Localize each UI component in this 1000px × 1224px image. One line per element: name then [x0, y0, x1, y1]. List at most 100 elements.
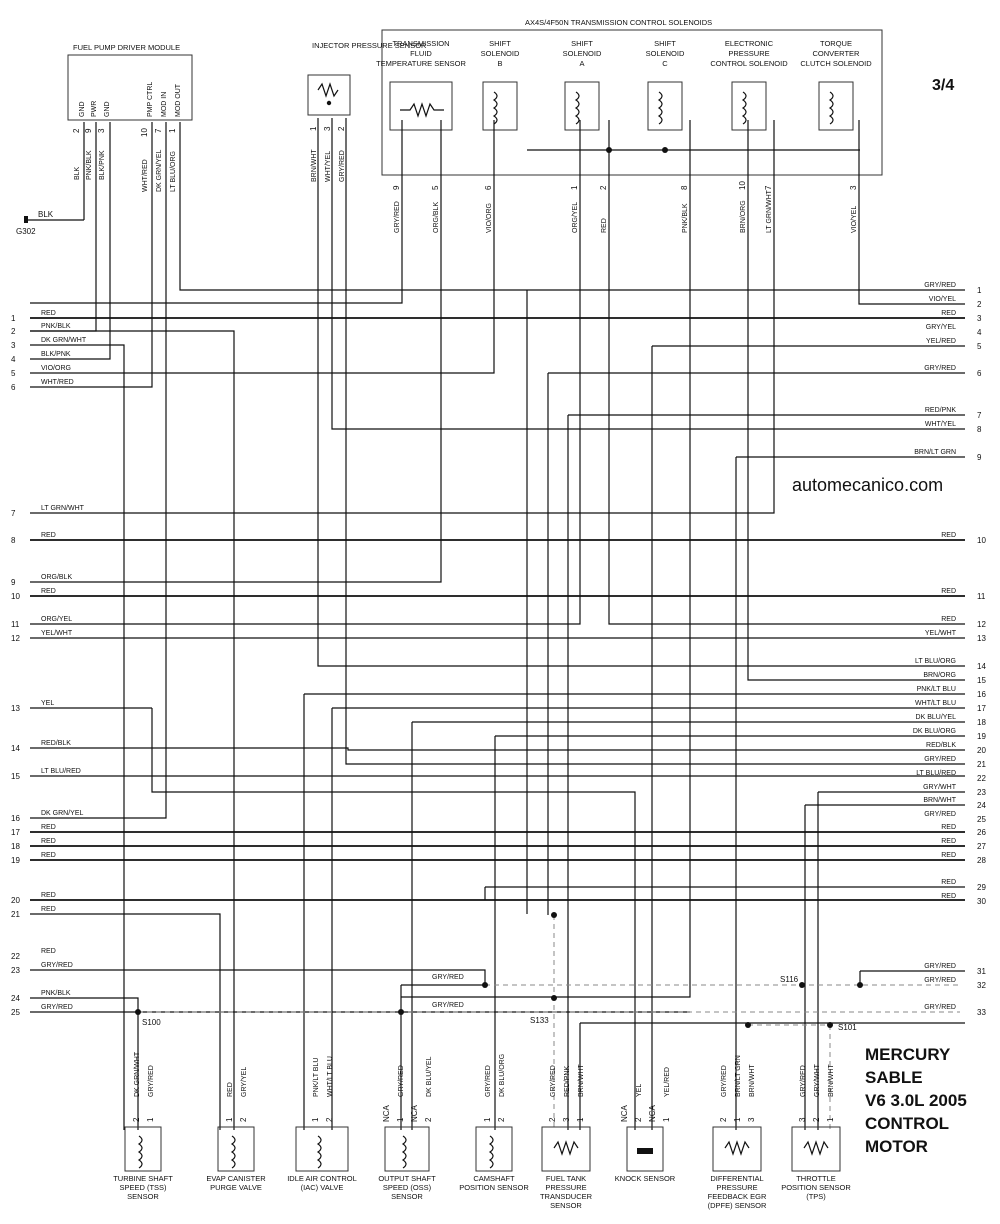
injector-sensor-title: INJECTOR PRESSURE SENSOR [312, 41, 427, 50]
vehicle-engine: V6 3.0L 2005 [865, 1091, 967, 1110]
wire-segment [30, 175, 581, 625]
sensor-resistor-icon [553, 1140, 579, 1156]
fp-wire-color: WHT/RED [142, 159, 149, 192]
solenoid-box [731, 81, 767, 131]
trans-pin-number: 3 [849, 185, 858, 190]
left-wire-color: YEL [41, 700, 54, 707]
solenoid-box [564, 81, 600, 131]
sensor-box [217, 1126, 255, 1172]
right-pin-number: 3 [977, 314, 982, 323]
right-pin-number: 33 [977, 1008, 986, 1017]
trans-component-title: SOLENOID [563, 49, 602, 58]
sensor-pin-number: 2 [325, 1117, 334, 1122]
sensor-resistor-icon [803, 1140, 829, 1156]
splice-labels: S100 S133 S116 S101 GRY/RED GRY/RED [142, 974, 857, 1032]
sensor-pin-number: 1 [225, 1117, 234, 1122]
injector-pin: 1 [309, 126, 318, 131]
wire-segment [30, 969, 486, 985]
splice-dot [135, 1009, 141, 1015]
wire-harness [30, 118, 965, 1130]
coil-icon [657, 91, 663, 125]
sensor-wire-color: BRN/WHT [749, 1064, 756, 1097]
left-pin-number: 8 [11, 536, 16, 545]
right-pin-number: 26 [977, 828, 986, 837]
sensor-pin-number: NCA [382, 1104, 391, 1122]
sensor-component: 3GRY/RED2GRY/WHT1BRN/WHTTHROTTLEPOSITION… [781, 1063, 851, 1201]
left-pin-number: 3 [11, 341, 16, 350]
left-wire-color: RED [41, 948, 56, 955]
sensor-title: CAMSHAFT [473, 1174, 515, 1183]
fp-pin-number: 3 [97, 128, 106, 133]
right-wire-color: WHT/LT BLU [915, 700, 956, 707]
right-wire-color: DK BLU/YEL [916, 714, 957, 721]
right-wire-color: RED [941, 824, 956, 831]
splice-dot [827, 1022, 833, 1028]
right-pin-number: 21 [977, 760, 986, 769]
splice-s133-label: S133 [530, 1016, 549, 1025]
trans-component-title: CLUTCH SOLENOID [800, 59, 872, 68]
coil-icon [741, 91, 747, 125]
wire-segment [401, 175, 691, 998]
trans-component-title: FLUID [410, 49, 432, 58]
wire-segment [331, 118, 965, 430]
injector-sensor-box [307, 74, 351, 116]
right-wire-color: GRY/RED [924, 365, 956, 372]
transmission-title: AX4S/4F50N TRANSMISSION CONTROL SOLENOID… [525, 18, 712, 27]
sensor-wire-color: GRY/RED [800, 1065, 807, 1097]
left-pin-number: 4 [11, 355, 16, 364]
left-pin-number: 5 [11, 369, 16, 378]
ground-g302: BLK G302 [16, 210, 84, 236]
right-pin-number: 18 [977, 718, 986, 727]
trans-component-title: CONTROL SOLENOID [710, 59, 788, 68]
wire-segment [747, 175, 965, 681]
sensor-box [295, 1126, 349, 1172]
mid-wire-label: GRY/RED [432, 974, 464, 981]
sensor-pin-number: 2 [634, 1117, 643, 1122]
sensor-box [626, 1126, 664, 1172]
fp-wire-color: BLK [74, 166, 81, 180]
sensor-wire-color: GRY/RED [148, 1065, 155, 1097]
sensor-coil-icon [137, 1135, 143, 1169]
trans-component-title: A [579, 59, 584, 68]
trans-component-title: CONVERTER [813, 49, 861, 58]
trans-component-title: SOLENOID [646, 49, 685, 58]
right-pin-number: 28 [977, 856, 986, 865]
right-pin-number: 31 [977, 967, 986, 976]
right-connector: 1GRY/RED2VIO/YEL3RED4GRY/YEL5YEL/RED6GRY… [913, 282, 987, 1017]
solenoid-box [482, 81, 518, 131]
right-pin-number: 29 [977, 883, 986, 892]
splice-dot [857, 982, 863, 988]
right-pin-number: 19 [977, 732, 986, 741]
injector-pin: 3 [323, 126, 332, 131]
sensor-wire-color: DK GRN/WHT [134, 1051, 141, 1097]
fp-pin-number: 10 [140, 128, 149, 137]
right-wire-color: GRY/YEL [926, 324, 956, 331]
left-wire-color: VIO/ORG [41, 365, 71, 372]
splice-dot [745, 1022, 751, 1028]
injector-pin: 2 [337, 126, 346, 131]
sensor-title: EVAP CANISTER [206, 1174, 266, 1183]
right-wire-color: GRY/RED [924, 811, 956, 818]
right-pin-number: 27 [977, 842, 986, 851]
transmission-box [381, 29, 883, 176]
right-pin-number: 32 [977, 981, 986, 990]
right-pin-number: 13 [977, 634, 986, 643]
sensor-box [791, 1126, 841, 1172]
transmission-solenoids-block: AX4S/4F50N TRANSMISSION CONTROL SOLENOID… [376, 18, 883, 233]
trans-pin-number: 6 [484, 185, 493, 190]
right-wire-color: WHT/YEL [925, 421, 956, 428]
right-wire-color: RED [941, 532, 956, 539]
fp-pin-name: GND [104, 101, 111, 117]
sensor-wire-color: BRN/WHT [828, 1064, 835, 1097]
left-wire-color: DK GRN/YEL [41, 810, 84, 817]
left-wire-color: WHT/RED [41, 379, 74, 386]
trans-pin-number: 5 [431, 185, 440, 190]
right-pin-number: 20 [977, 746, 986, 755]
sensor-wire-color: YEL [636, 1084, 643, 1097]
sensor-pin-number: NCA [620, 1104, 629, 1122]
